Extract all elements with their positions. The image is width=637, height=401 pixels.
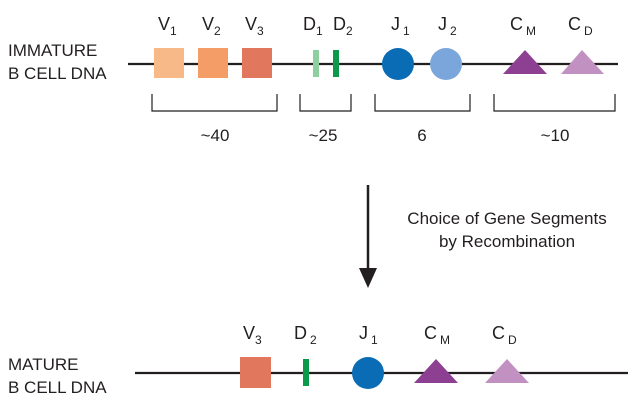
d1-bar bbox=[313, 50, 319, 77]
cd-triangle bbox=[561, 50, 604, 74]
mature-d2-bar bbox=[303, 359, 309, 386]
j2-circle bbox=[430, 48, 462, 80]
immature-label-line-2: B CELL DNA bbox=[8, 64, 107, 83]
mature-label-line-2: B CELL DNA bbox=[8, 378, 107, 397]
v1-square bbox=[154, 48, 184, 78]
v2-square bbox=[198, 48, 228, 78]
j-group-bracket bbox=[374, 94, 471, 112]
arrow-note-line-1: Choice of Gene Segments bbox=[407, 209, 606, 228]
recombination-arrow-head bbox=[359, 268, 377, 288]
d2-bar bbox=[333, 50, 339, 77]
d2-label: D2 bbox=[333, 14, 353, 38]
c-group-count: ~10 bbox=[541, 126, 570, 145]
d-group-count: ~25 bbox=[309, 126, 338, 145]
mature-cm-triangle bbox=[414, 359, 458, 383]
arrow-note-line-2: by Recombination bbox=[439, 232, 575, 251]
v3-square bbox=[242, 48, 272, 78]
d-group-bracket bbox=[299, 94, 352, 112]
mature-v3-label: V3 bbox=[243, 323, 262, 347]
cm-triangle bbox=[503, 50, 547, 74]
mature-v3-square bbox=[240, 357, 271, 388]
v-group-bracket bbox=[151, 94, 278, 112]
v-group-count: ~40 bbox=[201, 126, 230, 145]
d1-label: D1 bbox=[303, 14, 323, 38]
mature-cd-triangle bbox=[485, 359, 529, 383]
v2-label: V2 bbox=[202, 14, 221, 38]
v3-label: V3 bbox=[245, 14, 264, 38]
mature-j1-circle bbox=[352, 357, 384, 389]
v1-label: V1 bbox=[158, 14, 177, 38]
j1-circle bbox=[382, 48, 414, 80]
immature-label-line-1: IMMATURE bbox=[8, 41, 97, 60]
mature-label-line-1: MATURE bbox=[8, 355, 79, 374]
c-group-bracket bbox=[493, 94, 616, 112]
j-group-count: 6 bbox=[417, 126, 426, 145]
